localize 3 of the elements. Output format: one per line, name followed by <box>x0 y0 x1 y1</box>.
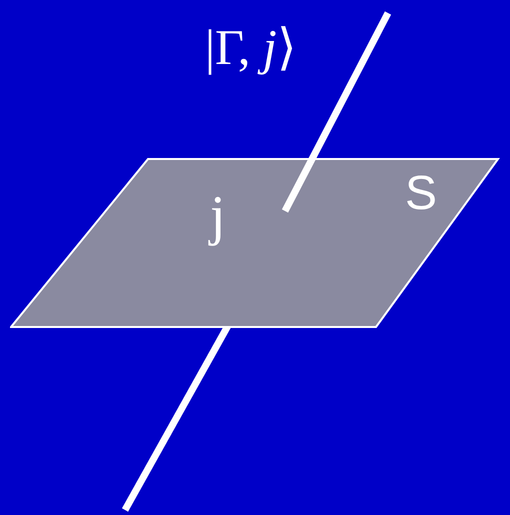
surface-label: S <box>405 170 438 218</box>
plane-parallelogram <box>10 158 500 328</box>
point-label: j <box>210 188 226 244</box>
